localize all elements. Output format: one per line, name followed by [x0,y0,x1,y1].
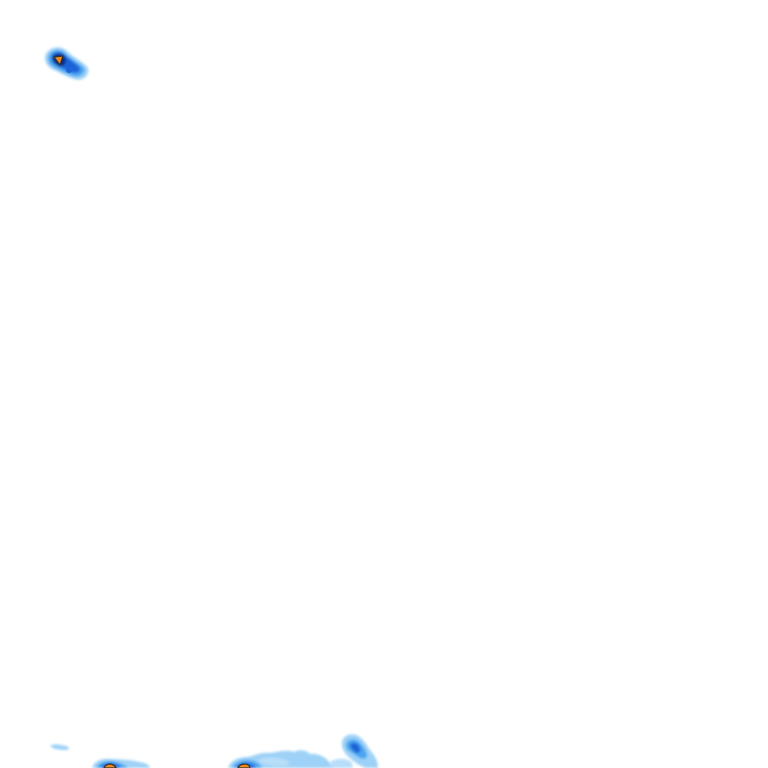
cell-south-west-extreme [103,763,117,768]
cell-south-east-tail [330,758,353,768]
cell-south-east-heavy [350,742,361,753]
cell-northwest-core-dot [66,67,72,73]
cell-south-central-extreme [237,763,251,768]
cell-south-east[interactable] [330,734,378,768]
streak-south-far-west[interactable] [50,744,69,750]
cell-northwest-extreme [53,55,64,66]
streak-south-far-west-light [50,744,69,750]
cell-south-central-light-2 [258,757,290,766]
